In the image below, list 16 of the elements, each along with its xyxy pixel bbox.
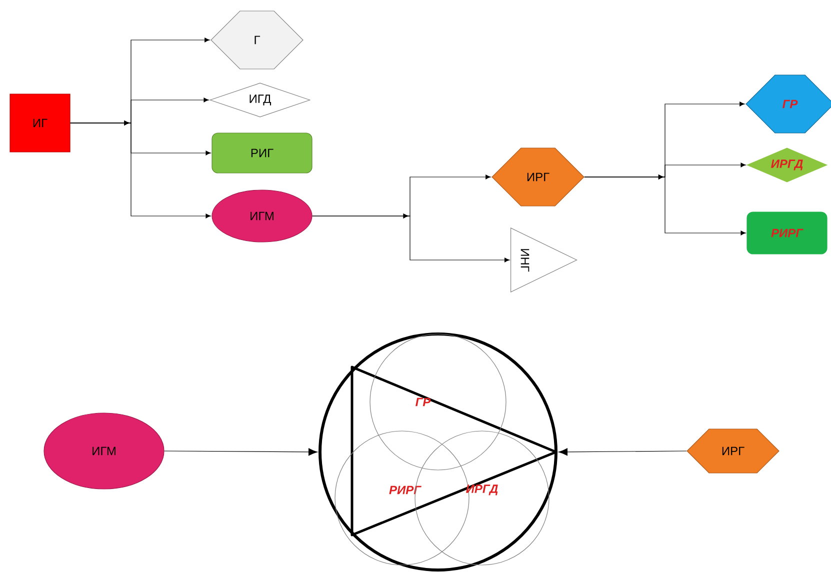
arrow	[164, 448, 318, 456]
arrow	[584, 174, 746, 236]
rounded-box: РИРГ	[746, 212, 828, 254]
arrow	[312, 214, 510, 262]
hexagon-box: ИРГ	[686, 428, 780, 474]
arrow	[70, 120, 211, 218]
ellipse-node: ИГМ	[212, 190, 312, 242]
hexagon-box: ГР	[746, 74, 831, 134]
ellipse-node: ИГМ	[44, 412, 164, 490]
arrow	[558, 448, 687, 456]
process-box: ИГ	[10, 94, 70, 152]
outer-circle	[318, 332, 558, 572]
triangle-node: ИНГ	[510, 228, 578, 292]
hexagon-box: ИРГ	[492, 148, 584, 206]
rounded-box: РИГ	[212, 132, 312, 174]
hexagon-box: Г	[210, 10, 304, 70]
